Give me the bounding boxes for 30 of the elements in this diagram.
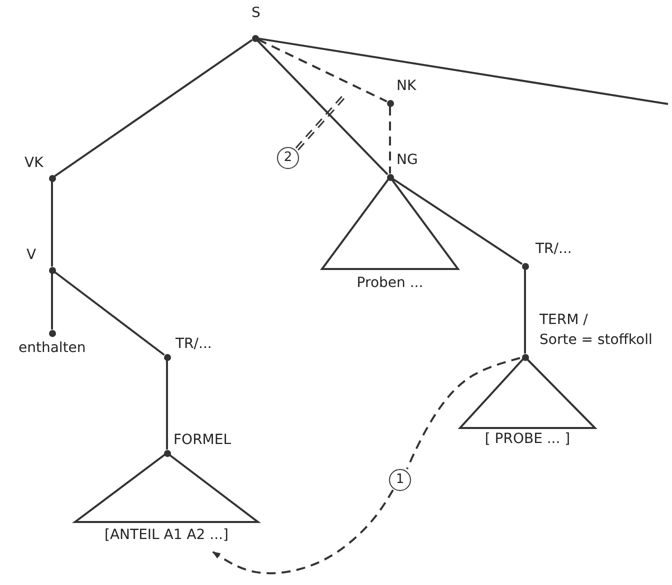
tree-branch: [256, 40, 388, 176]
node-label: S: [252, 4, 260, 22]
node-label: NG: [396, 150, 418, 170]
tree-branch: [54, 271, 165, 356]
node-label: TR/...: [176, 334, 212, 354]
node-label: V: [26, 246, 36, 264]
tree-branch: [166, 360, 168, 450]
tree-branch: [524, 270, 526, 354]
tree-branch: [54, 39, 253, 177]
tree-branch: [51, 182, 53, 266]
node-label: NK: [396, 76, 416, 96]
tree-branch: [389, 106, 391, 174]
node-label: enthalten: [18, 338, 86, 358]
callout-number: 2: [277, 147, 299, 169]
tree-branch: [392, 178, 523, 265]
arrow: [212, 489, 394, 574]
leader-line: [295, 91, 349, 151]
terminal-string: [ANTEIL A1 A2 ...]: [104, 527, 230, 543]
callout-number: 1: [389, 469, 411, 491]
tree-branch: [51, 274, 53, 330]
tree-branch: [406, 357, 520, 470]
tree-branch: [258, 38, 668, 105]
tree-branch: [258, 38, 388, 102]
node-label: TERM /: [540, 310, 588, 330]
terminal-string: Proben ...: [356, 275, 424, 291]
node-label: FORMEL: [174, 430, 232, 450]
terminal-string: [ PROBE ... ]: [484, 431, 572, 447]
node-label: VK: [24, 154, 44, 172]
node-label: Sorte = stoffkoll: [540, 330, 652, 350]
node-label: TR/...: [536, 240, 572, 258]
